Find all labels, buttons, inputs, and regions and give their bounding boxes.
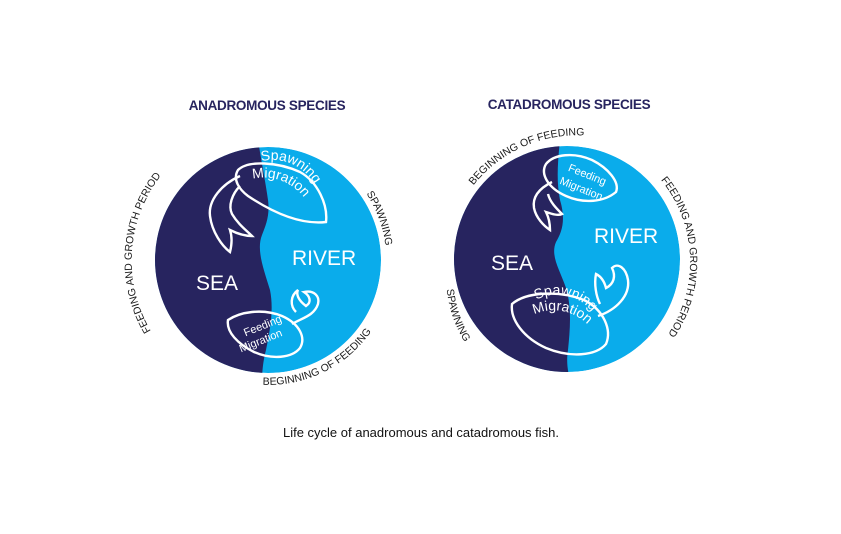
feeding-fish-tail xyxy=(532,180,565,233)
anadromous-circle xyxy=(155,147,381,373)
anadromous-title: ANADROMOUS SPECIES xyxy=(189,98,346,113)
catadromous-circle xyxy=(454,146,680,372)
catadromous-title: CATADROMOUS SPECIES xyxy=(488,97,651,112)
anadromous-river-label: RIVER xyxy=(292,247,356,270)
catadromous-sea-label: SEA xyxy=(491,252,533,275)
feeding-fish-tail xyxy=(290,289,320,326)
feeding-fish-outline xyxy=(226,310,304,359)
spawning-fish-tail xyxy=(594,264,630,318)
spawning-fish-outline xyxy=(510,292,610,356)
anadromous-sea-label: SEA xyxy=(196,272,238,295)
sea-region xyxy=(155,147,272,373)
spawning-fish-tail xyxy=(208,174,255,255)
feeding-fish-outline xyxy=(542,153,618,203)
sea-region xyxy=(454,146,570,372)
figure-caption: Life cycle of anadromous and catadromous… xyxy=(283,425,559,440)
spawning-fish-outline xyxy=(234,162,328,224)
catadromous-river-label: RIVER xyxy=(594,225,658,248)
